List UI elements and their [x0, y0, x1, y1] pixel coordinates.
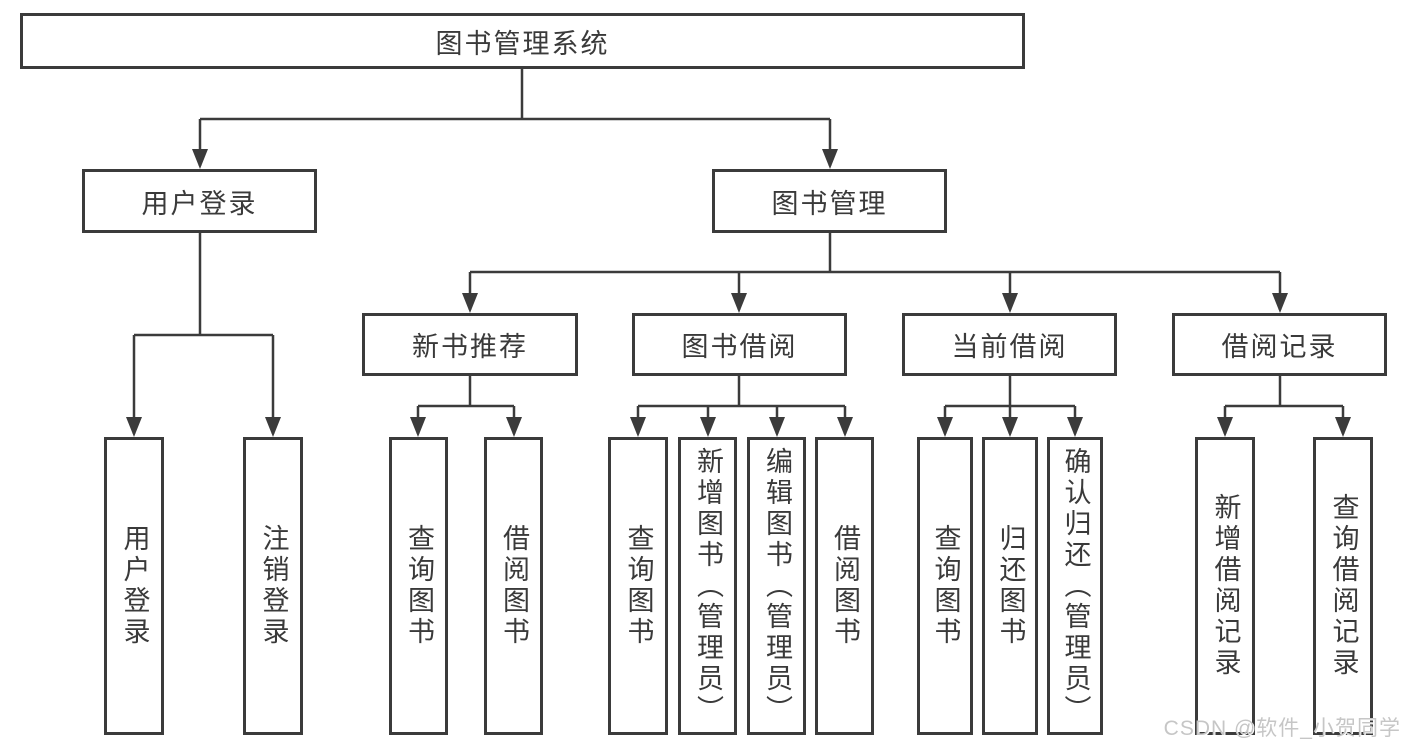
arrow-down-icon: [1217, 417, 1233, 437]
node-label: 确认归还（管理员）: [1060, 446, 1091, 726]
node-label: 新增借阅记录: [1210, 493, 1241, 679]
node-label: 注销登录: [258, 524, 289, 648]
connector-borrowing-records: [1223, 376, 1345, 434]
arrow-down-icon: [1067, 417, 1083, 437]
leaf-query-books-borrowing: 查询图书: [608, 437, 668, 735]
arrow-down-icon: [700, 417, 716, 437]
arrow-down-icon: [126, 417, 142, 437]
arrow-down-icon: [837, 417, 853, 437]
arrow-down-icon: [462, 293, 478, 313]
leaf-logout-login: 注销登录: [243, 437, 303, 735]
node-label: 图书管理系统: [435, 28, 610, 59]
arrow-down-icon: [630, 417, 646, 437]
arrow-down-icon: [731, 293, 747, 313]
leaf-add-borrow-record: 新增借阅记录: [1195, 437, 1255, 735]
node-label: 查询图书: [623, 524, 654, 648]
node-user-login: 用户登录: [82, 169, 317, 233]
leaf-query-books-current: 查询图书: [917, 437, 973, 735]
arrow-down-icon: [192, 149, 208, 169]
node-library-management-system: 图书管理系统: [20, 13, 1025, 69]
connector-book-management: [468, 233, 1282, 310]
arrow-down-icon: [265, 417, 281, 437]
node-label: 借阅图书: [499, 524, 529, 648]
node-label: 查询图书: [404, 524, 434, 648]
connector-lines: [132, 69, 1345, 434]
connector-root: [198, 69, 832, 166]
node-label: 图书管理: [771, 188, 888, 219]
node-label: 新书推荐: [412, 332, 528, 362]
leaf-confirm-return-admin: 确认归还（管理员）: [1047, 437, 1103, 735]
leaf-edit-books-admin: 编辑图书（管理员）: [747, 437, 806, 735]
node-label: 新增图书（管理员）: [693, 446, 723, 726]
arrow-down-icon: [1272, 293, 1288, 313]
node-label: 借阅记录: [1221, 332, 1338, 362]
arrow-down-icon: [1002, 417, 1018, 437]
node-label: 当前借阅: [951, 332, 1068, 362]
node-label: 查询图书: [930, 524, 961, 648]
leaf-query-books-recommendation: 查询图书: [389, 437, 448, 735]
leaf-user-login: 用户登录: [104, 437, 164, 735]
node-label: 归还图书: [995, 524, 1026, 648]
connector-book-borrowing: [636, 376, 847, 434]
arrow-down-icon: [410, 417, 426, 437]
arrowheads: [126, 149, 1351, 437]
node-new-book-recommendation: 新书推荐: [362, 313, 578, 376]
arrow-down-icon: [769, 417, 785, 437]
node-current-borrowing: 当前借阅: [902, 313, 1117, 376]
leaf-query-borrow-record: 查询借阅记录: [1313, 437, 1373, 735]
node-book-management: 图书管理: [712, 169, 947, 233]
arrow-down-icon: [1335, 417, 1351, 437]
connector-user-login: [132, 233, 275, 434]
node-label: 借阅图书: [830, 524, 860, 648]
connector-new-book-recommendation: [416, 376, 516, 434]
arrow-down-icon: [822, 149, 838, 169]
leaf-add-books-admin: 新增图书（管理员）: [678, 437, 737, 735]
node-label: 用户登录: [141, 188, 258, 219]
node-label: 查询借阅记录: [1328, 493, 1359, 679]
leaf-borrow-books: 借阅图书: [815, 437, 874, 735]
leaf-borrow-books-recommendation: 借阅图书: [484, 437, 543, 735]
arrow-down-icon: [1002, 293, 1018, 313]
node-label: 图书借阅: [681, 332, 798, 362]
node-borrowing-records: 借阅记录: [1172, 313, 1387, 376]
leaf-return-books: 归还图书: [982, 437, 1038, 735]
arrow-down-icon: [506, 417, 522, 437]
csdn-watermark: CSDN @软件_小贺同学: [1163, 717, 1401, 740]
node-book-borrowing: 图书借阅: [632, 313, 847, 376]
node-label: 用户登录: [119, 524, 150, 648]
arrow-down-icon: [937, 417, 953, 437]
node-label: 编辑图书（管理员）: [762, 446, 792, 726]
